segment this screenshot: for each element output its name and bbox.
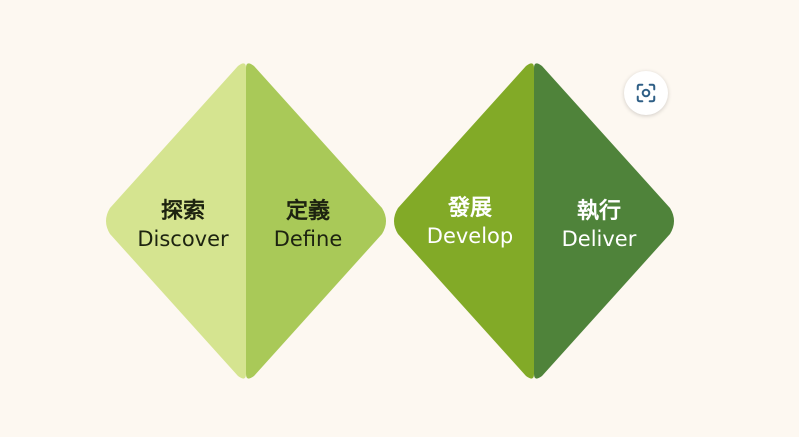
phase-label-discover: 探索 Discover <box>137 198 228 252</box>
phase-zh-define: 定義 <box>285 199 330 225</box>
diamond-left-half-discover <box>106 63 246 379</box>
phase-zh-discover: 探索 <box>160 199 206 225</box>
diamond-left-half-develop <box>394 63 534 379</box>
phase-en-develop: Develop <box>426 223 514 248</box>
phase-label-define: 定義 Define <box>274 198 343 252</box>
diamond-right-half-deliver <box>534 63 674 379</box>
phase-en-deliver: Deliver <box>561 226 637 251</box>
phase-en-define: Define <box>273 226 343 251</box>
phase-label-develop: 發展 Develop <box>427 195 513 249</box>
phase-zh-deliver: 執行 <box>576 199 621 225</box>
scan-image-button[interactable] <box>624 71 668 115</box>
phase-label-deliver: 執行 Deliver <box>562 198 637 252</box>
phase-en-discover: Discover <box>137 226 229 251</box>
scan-icon <box>636 83 656 103</box>
phase-zh-develop: 發展 <box>447 196 493 222</box>
diamond-right-half-define <box>246 63 386 379</box>
